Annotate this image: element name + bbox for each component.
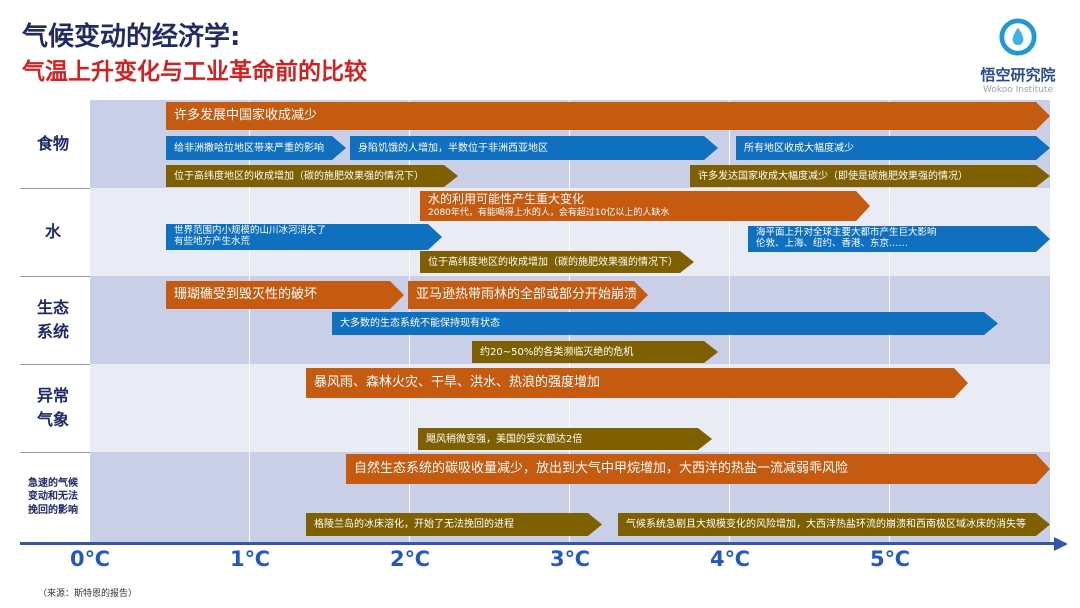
axis-tick-2c: 2℃ (389, 547, 431, 571)
axis-arrowhead (1054, 537, 1068, 551)
arrow-text: 位于高纬度地区的收成增加（碳的施肥效果强的情况下） (174, 170, 424, 182)
arrow-water-high-latitude: 位于高纬度地区的收成增加（碳的施肥效果强的情况下） (420, 251, 694, 273)
arrow-water-availability: 水的利用可能性产生重大变化 2080年代，有能喝得上水的人，会有超过10亿以上的… (420, 191, 870, 221)
category-label-ecosystem: 生态系统 (36, 298, 69, 341)
source-note: （来源：斯特恩的报告） (38, 589, 138, 599)
arrow-abrupt-system-risk: 气候系统急剧且大规模变化的风险增加，大西洋热盐环流的崩溃和西南极区域冰床的消失等 (618, 513, 1050, 536)
arrow-food-developing-yields-fall: 许多发展中国家收成减少 (166, 102, 1050, 130)
arrow-text: 海平面上升对全球主要大都市产生巨大影响 (756, 227, 937, 239)
arrow-text: 暴风雨、森林火灾、干旱、洪水、热浪的强度增加 (314, 374, 601, 390)
axis-tick-5c: 5℃ (869, 547, 911, 571)
arrow-food-hunger-increase: 身陷饥饿的人增加，半数位于非洲西亚地区 (350, 136, 718, 160)
row-separator (20, 276, 90, 277)
arrow-eco-coral-reef: 珊瑚礁受到毁灭性的破坏 (166, 281, 404, 309)
arrow-eco-most-ecosystems: 大多数的生态系统不能保持现有状态 (332, 312, 998, 335)
arrow-water-sea-level: 海平面上升对全球主要大都市产生巨大影响 伦敦、上海、纽约、香港、东京…… (748, 226, 1050, 252)
page-title: 气候变动的经济学: (22, 22, 241, 52)
arrow-food-africa-sahara: 给非洲撒哈拉地区带来严重的影响 (166, 136, 346, 160)
arrow-eco-extinction: 约20~50%的各类濒临灭绝的危机 (472, 341, 718, 363)
arrow-title: 水的利用可能性产生重大变化 (428, 192, 585, 207)
arrow-text: 许多发展中国家收成减少 (174, 107, 318, 123)
arrow-water-glaciers: 世界范围内小规模的山川冰河消失了 有些地方产生水荒 (166, 224, 442, 250)
arrow-text: 世界范围内小规模的山川冰河消失了 (174, 225, 327, 237)
arrow-text: 亚马逊热带雨林的全部或部分开始崩溃 (416, 286, 638, 302)
arrow-text: 许多发达国家收成大幅度减少（即使是碳施肥效果强的情况） (698, 170, 968, 182)
gridline-1c (249, 100, 250, 542)
arrow-weather-intensity: 暴风雨、森林火灾、干旱、洪水、热浪的强度增加 (306, 368, 968, 398)
logo: 悟空研究院 Wokoo Institute (968, 18, 1068, 95)
arrow-abrupt-greenland: 格陵兰岛的冰床溶化，开始了无法挽回的进程 (306, 513, 602, 536)
axis-tick-0c: 0℃ (69, 547, 111, 571)
arrow-text: 约20~50%的各类濒临灭绝的危机 (480, 346, 634, 358)
category-label-abrupt-change: 急速的气候变动和无法挽回的影响 (28, 477, 78, 516)
category-label-water: 水 (44, 222, 61, 241)
arrow-text: 给非洲撒哈拉地区带来严重的影响 (174, 142, 324, 154)
row-separator (20, 452, 90, 453)
arrow-text: 伦敦、上海、纽约、香港、东京…… (756, 238, 909, 249)
axis-tick-4c: 4℃ (709, 547, 751, 571)
arrow-food-all-regions-fall: 所有地区收成大幅度减少 (736, 136, 1050, 160)
arrow-eco-amazon: 亚马逊热带雨林的全部或部分开始崩溃 (408, 281, 648, 309)
arrow-food-developed-fall: 许多发达国家收成大幅度减少（即使是碳施肥效果强的情况） (690, 165, 1050, 187)
category-label-extreme-weather: 异常气象 (36, 386, 69, 429)
arrow-abrupt-carbon-sink: 自然生态系统的碳吸收量减少，放出到大气中甲烷增加，大西洋的热盐一流减弱乖风险 (346, 454, 1050, 484)
arrow-text: 格陵兰岛的冰床溶化，开始了无法挽回的进程 (314, 519, 514, 530)
row-separator (20, 188, 90, 189)
arrow-text: 所有地区收成大幅度减少 (744, 142, 854, 154)
row-separator (20, 364, 90, 365)
arrow-text: 大多数的生态系统不能保持现有状态 (340, 318, 500, 329)
arrow-text: 珊瑚礁受到毁灭性的破坏 (174, 286, 318, 302)
arrow-text: 飓风稍微变强，美国的受灾额达2倍 (426, 433, 583, 445)
logo-english-name: Wokoo Institute (982, 85, 1054, 95)
axis-tick-3c: 3℃ (549, 547, 591, 571)
arrow-text: 气候系统急剧且大规模变化的风险增加，大西洋热盐环流的崩溃和西南极区域冰床的消失等 (626, 519, 1026, 530)
arrow-subtext: 2080年代，有能喝得上水的人，会有超过10亿以上的人缺水 (428, 207, 670, 218)
arrow-text: 自然生态系统的碳吸收量减少，放出到大气中甲烷增加，大西洋的热盐一流减弱乖风险 (354, 460, 849, 476)
arrow-food-high-latitude-increase: 位于高纬度地区的收成增加（碳的施肥效果强的情况下） (166, 165, 458, 187)
arrow-text: 身陷饥饿的人增加，半数位于非洲西亚地区 (358, 142, 548, 154)
arrow-text: 有些地方产生水荒 (174, 236, 251, 247)
axis-tick-1c: 1℃ (229, 547, 271, 571)
category-label-food: 食物 (36, 134, 69, 153)
impact-chart: 食物 水 生态系统 异常气象 急速的气候变动和无法挽回的影响 许多发展中国家收成… (20, 100, 1050, 542)
axis-line (20, 542, 1056, 545)
arrow-text: 位于高纬度地区的收成增加（碳的施肥效果强的情况下） (428, 256, 678, 268)
page-subtitle: 气温上升变化与工业革命前的比较 (22, 59, 367, 85)
temperature-axis (20, 536, 1070, 551)
water-drop-ring-icon (999, 18, 1037, 56)
logo-name: 悟空研究院 (980, 66, 1056, 84)
arrow-weather-hurricanes: 飓风稍微变强，美国的受灾额达2倍 (418, 428, 712, 450)
